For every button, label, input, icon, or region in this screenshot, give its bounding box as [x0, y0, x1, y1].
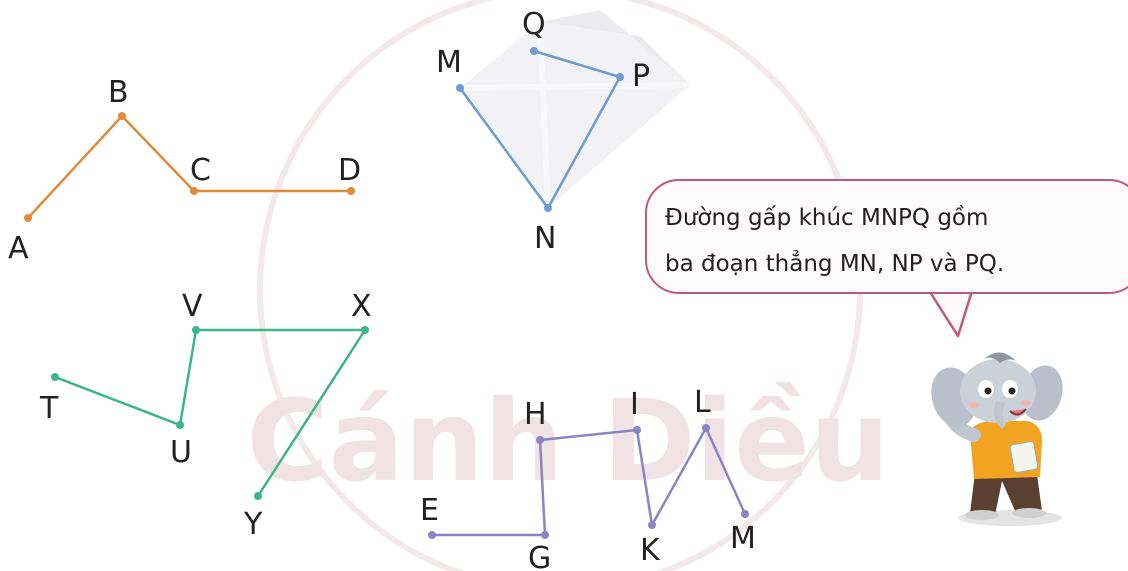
label-N: N: [534, 221, 556, 256]
point-U: [176, 421, 184, 429]
point-X: [361, 326, 369, 334]
label-I: I: [630, 387, 639, 422]
label-Q: Q: [522, 7, 546, 42]
point-G: [541, 531, 549, 539]
speech-line-1: Đường gấp khúc MNPQ gồm: [665, 205, 989, 231]
point-A: [24, 214, 32, 222]
label-G: G: [528, 541, 551, 571]
label-K: K: [640, 533, 661, 568]
speech-line-2: ba đoạn thẳng MN, NP và PQ.: [665, 251, 1005, 277]
label-U: U: [170, 435, 192, 470]
point-I: [633, 426, 641, 434]
speech-bubble-tail: [928, 290, 974, 338]
point-M2: [741, 510, 749, 518]
label-L: L: [694, 385, 711, 420]
polyline-TUVXY: T U V X Y: [39, 289, 372, 542]
polyline-EGHIKLM: E G H I K L M: [420, 385, 756, 571]
label-X: X: [351, 289, 372, 324]
label-B: B: [108, 75, 129, 110]
label-Y: Y: [243, 507, 263, 542]
point-K: [648, 521, 656, 529]
point-Q: [530, 47, 538, 55]
label-H: H: [524, 397, 547, 432]
point-P: [616, 73, 624, 81]
point-M: [456, 84, 464, 92]
label-E: E: [420, 493, 439, 528]
elephant-mascot-icon: [931, 352, 1063, 526]
point-E: [428, 531, 436, 539]
point-T: [51, 373, 59, 381]
point-B: [118, 112, 126, 120]
point-Y: [254, 492, 262, 500]
point-D: [347, 187, 355, 195]
speech-bubble: Đường gấp khúc MNPQ gồm ba đoạn thẳng MN…: [645, 179, 1128, 294]
polyline-ABCD: A B C D: [8, 75, 361, 266]
point-N: [544, 204, 552, 212]
label-C: C: [190, 153, 211, 188]
label-M: M: [436, 45, 462, 80]
label-T: T: [39, 391, 59, 426]
label-D: D: [338, 153, 361, 188]
point-C: [190, 187, 198, 195]
point-V: [192, 326, 200, 334]
polyline-MNPQ: M N P Q: [436, 7, 650, 256]
label-A: A: [8, 231, 29, 266]
label-V: V: [182, 289, 203, 324]
point-L: [702, 424, 710, 432]
label-M-second: M: [730, 521, 756, 556]
watermark-text: Cánh Diều: [246, 377, 889, 507]
label-P: P: [632, 59, 650, 94]
point-H: [536, 436, 544, 444]
